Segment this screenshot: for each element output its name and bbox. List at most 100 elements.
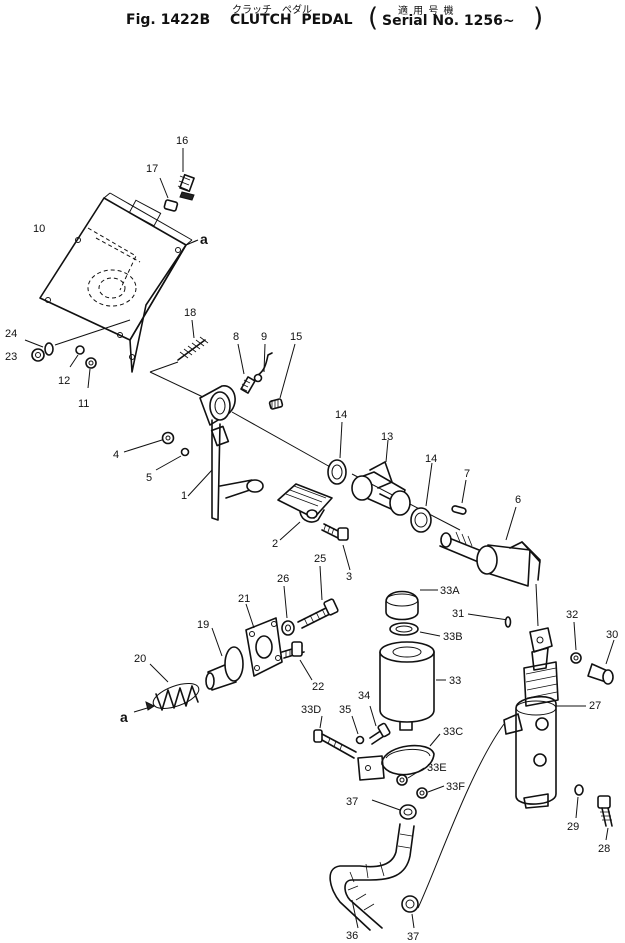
mount-plate-21 <box>245 617 283 677</box>
callout-25: 25 <box>314 553 326 565</box>
pedal-arm <box>199 385 264 521</box>
callout-8: 8 <box>233 331 239 343</box>
callout-16: 16 <box>176 135 188 147</box>
callout-9: 9 <box>261 331 267 343</box>
bolt-22 <box>281 641 305 659</box>
washer-5 <box>180 447 190 457</box>
callout-33B: 33B <box>443 631 463 643</box>
figure-title: CLUTCH PEDAL <box>230 12 353 28</box>
bushing-14a <box>327 459 347 485</box>
callout-28: 28 <box>598 843 610 855</box>
callout-12: 12 <box>58 375 70 387</box>
gasket-33B <box>389 622 419 636</box>
callout-15: 15 <box>290 331 302 343</box>
nut-33E <box>396 774 408 786</box>
callout-13: 13 <box>381 431 393 443</box>
key-7 <box>451 505 467 515</box>
shaft-6 <box>439 531 541 587</box>
callout-27: 27 <box>589 700 601 712</box>
callout-31: 31 <box>452 608 464 620</box>
spring-20 <box>133 683 200 713</box>
pin-9 <box>253 352 273 383</box>
pushrod-19 <box>205 646 244 691</box>
callout-33: 33 <box>449 675 461 687</box>
callout-24: 24 <box>5 328 17 340</box>
callout-14b: 14 <box>425 453 437 465</box>
bolt-8 <box>240 376 256 394</box>
nut-11 <box>85 357 97 369</box>
callout-11: 11 <box>78 398 89 410</box>
grease-fitting-15 <box>268 398 284 410</box>
callout-3: 3 <box>346 571 352 583</box>
washer-35 <box>355 735 365 745</box>
washer-32 <box>570 652 582 664</box>
callout-33F: 33F <box>446 781 465 793</box>
bolt-28 <box>597 795 613 827</box>
bushing-14b <box>410 507 432 533</box>
callout-30: 30 <box>606 629 618 641</box>
callout-2: 2 <box>272 538 278 550</box>
callout-34: 34 <box>358 690 370 702</box>
callout-1: 1 <box>181 490 187 502</box>
callout-17: 17 <box>146 163 158 175</box>
serial-kana: 適 用 号 機 <box>398 6 455 17</box>
spring-18 <box>149 336 209 398</box>
callout-20: 20 <box>134 653 146 665</box>
callout-23: 23 <box>5 351 17 363</box>
washer-12 <box>75 345 85 355</box>
pedal-pad-2 <box>277 483 333 523</box>
bearing-13 <box>351 461 411 516</box>
callout-19: 19 <box>197 619 209 631</box>
bolt-33D <box>313 729 357 759</box>
clevis-pin-31 <box>467 613 512 628</box>
reference-a-top: a <box>200 231 208 247</box>
washer-24 <box>44 342 54 356</box>
nut-4 <box>161 431 175 445</box>
callout-32: 32 <box>566 609 578 621</box>
hose-clamp-37a <box>399 804 417 820</box>
callout-29: 29 <box>567 821 579 833</box>
pin-30 <box>587 663 614 685</box>
callout-33C: 33C <box>443 726 463 738</box>
bolt-3 <box>321 523 349 541</box>
washer-17 <box>163 199 179 212</box>
washer-26 <box>281 620 295 636</box>
master-cylinder-27 <box>503 627 559 809</box>
hose-clamp-37b <box>401 895 419 913</box>
reference-a-bottom: a <box>120 709 128 725</box>
callout-33E: 33E <box>427 762 447 774</box>
callout-37b: 37 <box>407 931 419 943</box>
floor-plate <box>39 192 199 373</box>
washer-29 <box>574 784 584 796</box>
bolt-16 <box>177 173 195 201</box>
callout-10: 10 <box>33 223 45 235</box>
callout-33D: 33D <box>301 704 321 716</box>
serial-range-close-paren: ) <box>533 3 544 33</box>
bolt-25 <box>297 598 339 629</box>
callout-35: 35 <box>339 704 351 716</box>
callout-5: 5 <box>146 472 152 484</box>
callout-6: 6 <box>515 494 521 506</box>
figure-number: Fig. 1422B <box>126 12 211 28</box>
callout-36: 36 <box>346 930 358 942</box>
callout-14a: 14 <box>335 409 347 421</box>
callout-26: 26 <box>277 573 289 585</box>
serial-range-open-paren: ( <box>368 3 379 33</box>
callout-33A: 33A <box>440 585 460 597</box>
washer-33F <box>416 787 428 799</box>
serial-range: Serial No. 1256~ <box>382 13 515 29</box>
title-kana: クラッチ ペダル <box>232 5 312 16</box>
hose-36 <box>329 823 415 931</box>
callout-7: 7 <box>464 468 470 480</box>
callout-21: 21 <box>238 593 250 605</box>
callout-18: 18 <box>184 307 196 319</box>
reservoir-33 <box>379 641 435 731</box>
callout-22: 22 <box>312 681 324 693</box>
callout-4: 4 <box>113 449 119 461</box>
band-clamp-33C <box>357 744 435 781</box>
reservoir-cap-33A <box>385 590 419 621</box>
callout-37a: 37 <box>346 796 358 808</box>
nut-23 <box>31 348 45 362</box>
